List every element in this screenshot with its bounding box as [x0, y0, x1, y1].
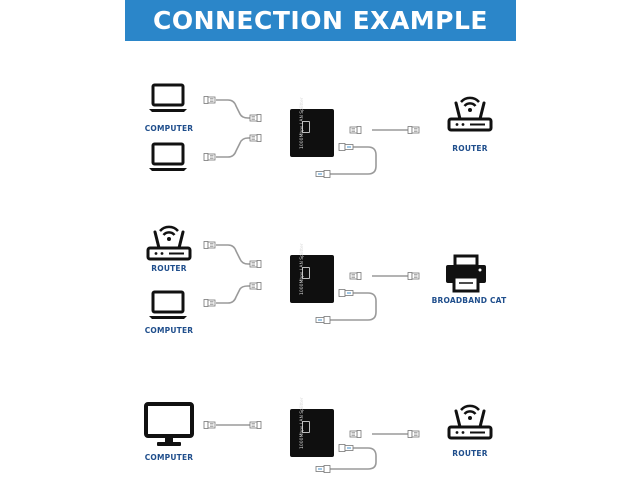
device-label: ROUTER — [452, 449, 488, 458]
rj45-connector — [203, 241, 216, 249]
splitter-port-icon — [302, 121, 310, 133]
rj45-connector — [249, 114, 262, 122]
lan-splitter: 1000Mbps LAN Splitter — [290, 243, 334, 303]
rj45-connector — [407, 272, 420, 280]
rj45-connector — [407, 126, 420, 134]
rj45-connector — [349, 126, 362, 134]
device-label: BROADBAND CAT — [431, 296, 507, 305]
rj45-connector — [249, 421, 262, 429]
router-icon — [447, 96, 493, 132]
rj45-connector — [203, 153, 216, 161]
splitter-label: 1000Mbps LAN Splitter — [300, 397, 305, 449]
usb-connector — [338, 143, 354, 151]
rj45-connector — [249, 134, 262, 142]
page-title: CONNECTION EXAMPLE — [152, 6, 488, 35]
laptop-icon — [147, 83, 189, 114]
usb-connector — [338, 289, 354, 297]
usb-connector — [315, 170, 331, 178]
title-banner: CONNECTION EXAMPLE — [125, 0, 516, 41]
usb-connector — [315, 465, 331, 473]
device-label: COMPUTER — [144, 124, 194, 133]
usb-connector — [315, 316, 331, 324]
splitter-label: 1000Mbps LAN Splitter — [300, 243, 305, 295]
rj45-connector — [349, 272, 362, 280]
lan-splitter: 1000Mbps LAN Splitter — [290, 97, 334, 157]
router-icon — [447, 404, 493, 440]
printer-icon — [444, 254, 488, 293]
cable — [216, 244, 408, 321]
laptop-icon — [147, 290, 189, 321]
rj45-connector — [407, 430, 420, 438]
rj45-connector — [249, 260, 262, 268]
device-label: ROUTER — [452, 144, 488, 153]
device-label: COMPUTER — [144, 326, 194, 335]
device-label: COMPUTER — [144, 453, 194, 462]
splitter-port-icon — [302, 421, 310, 433]
rj45-connector — [203, 421, 216, 429]
cable — [216, 99, 408, 175]
usb-connector — [338, 444, 354, 452]
device-label: ROUTER — [151, 264, 187, 273]
cable — [216, 424, 408, 470]
laptop-icon — [147, 142, 189, 173]
rj45-connector — [203, 299, 216, 307]
splitter-port-icon — [302, 267, 310, 279]
rj45-connector — [203, 96, 216, 104]
rj45-connector — [349, 430, 362, 438]
lan-splitter: 1000Mbps LAN Splitter — [290, 397, 334, 457]
monitor-icon — [144, 402, 194, 448]
router-icon — [146, 225, 192, 261]
rj45-connector — [249, 282, 262, 290]
splitter-label: 1000Mbps LAN Splitter — [300, 97, 305, 149]
